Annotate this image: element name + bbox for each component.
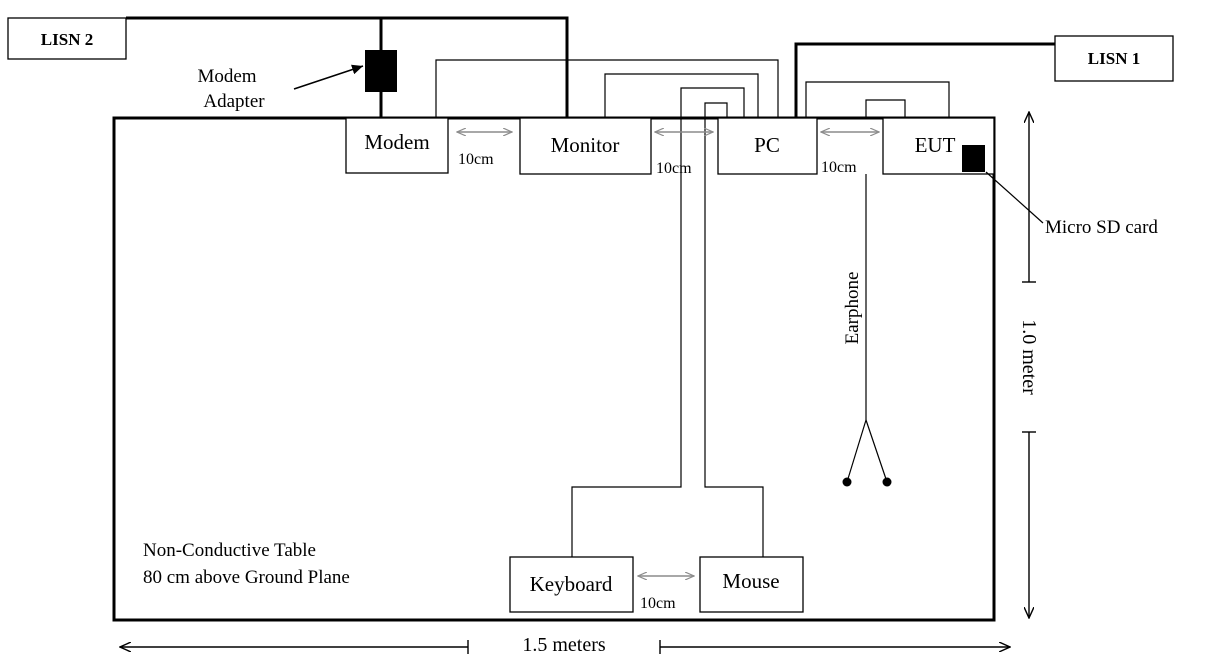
spacing-label-keyboard-mouse: 10cm — [640, 595, 676, 612]
modem-box — [345, 117, 449, 174]
lisn2-box — [7, 17, 127, 60]
spacing-arrows — [457, 132, 879, 576]
table-label-2: 80 cm above Ground Plane — [143, 567, 350, 588]
lisn1-label: LISN 1 — [1088, 49, 1140, 68]
height-dimension-label: 1.0 meter — [1018, 319, 1040, 395]
height-dimension — [1022, 112, 1036, 618]
lisn2-label: LISN 2 — [41, 30, 93, 49]
width-dimension-label: 1.5 meters — [522, 634, 606, 656]
spacing-label-pc-eut: 10cm — [821, 159, 857, 176]
keyboard-box — [509, 556, 634, 613]
mouse-label: Mouse — [722, 569, 779, 593]
monitor-label: Monitor — [551, 133, 620, 157]
table-label-1: Non-Conductive Table — [143, 540, 316, 561]
lisn1-box — [1054, 35, 1174, 82]
earphone-cable — [842, 174, 892, 487]
pc-label: PC — [754, 133, 780, 157]
modem-adapter-label-2: Adapter — [203, 91, 265, 112]
modem-adapter-pointer — [293, 64, 364, 90]
micro-sd-label: Micro SD card — [1045, 217, 1158, 238]
monitor-box — [519, 117, 652, 175]
earphone-label: Earphone — [842, 272, 863, 345]
spacing-label-monitor-pc: 10cm — [656, 160, 692, 177]
modem-adapter-block — [365, 50, 397, 92]
spacing-label-modem-monitor: 10cm — [458, 151, 494, 168]
power-cords — [126, 16, 1055, 118]
eut-label: EUT — [915, 133, 956, 157]
width-dimension — [120, 640, 1010, 654]
micro-sd-pointer — [985, 171, 1044, 224]
keyboard-label: Keyboard — [530, 572, 613, 596]
signal-cables — [435, 59, 950, 557]
pc-box — [717, 117, 818, 175]
modem-label: Modem — [364, 130, 429, 154]
mouse-box — [699, 556, 804, 613]
micro-sd-card-block — [962, 145, 985, 172]
modem-adapter-label-1: Modem — [197, 66, 256, 87]
